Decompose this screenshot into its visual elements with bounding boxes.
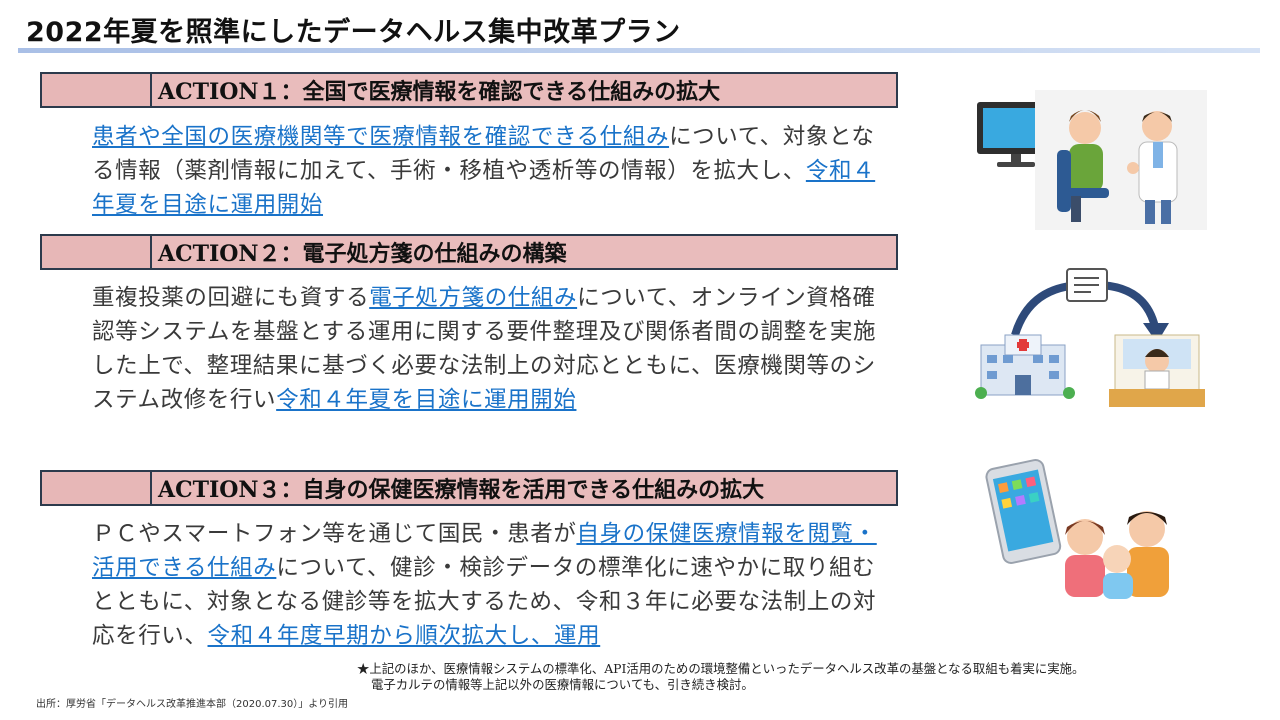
prescription-hospital-pharmacy-illustration: [975, 268, 1205, 407]
action-1-header: ACTION１：全国で医療情報を確認できる仕組みの拡大: [40, 72, 898, 108]
source-citation: 出所：厚労省「データヘルス改革推進本部（2020.07.30）」より引用: [36, 699, 349, 710]
family-icon: [1065, 511, 1169, 599]
pharmacy-icon: [1109, 334, 1205, 407]
doctor-figure: [1127, 111, 1178, 224]
action-2-label: ACTION２：電子処方箋の仕組みの構築: [152, 236, 896, 268]
action-1-swatch: [42, 74, 152, 106]
action-2-highlight-2: 令和４年夏を目途に運用開始: [276, 387, 577, 413]
action-1-highlight-2: 令和４年夏を目途に運用開始: [92, 158, 876, 218]
family-smartphone-illustration: [985, 459, 1169, 599]
action-3-label: ACTION３：自身の保健医療情報を活用できる仕組みの拡大: [152, 472, 896, 504]
page-title: 2022年夏を照準にしたデータヘルス集中改革プラン: [26, 17, 681, 48]
action-2-swatch: [42, 236, 152, 268]
action-3-highlight-1: 自身の保健医療情報を閲覧・活用できる仕組み: [92, 521, 877, 581]
footnote-line-2: 電子カルテの情報等上記以外の医療情報についても、引き続き検討。: [371, 677, 754, 692]
action-1-text: について、対象となる情報（薬剤情報に加えて、手術・移植や透析等の情報）を拡大し、: [92, 124, 875, 184]
action-3-description: ＰＣやスマートフォン等を通じて国民・患者が自身の保健医療情報を閲覧・活用できる仕…: [92, 517, 892, 653]
smartphone-icon: [985, 459, 1062, 564]
action-2-header: ACTION２：電子処方箋の仕組みの構築: [40, 234, 898, 270]
action-3-swatch: [42, 472, 152, 504]
action-2-description: 重複投薬の回避にも資する電子処方箋の仕組みについて、オンライン資格確認等システム…: [92, 281, 892, 417]
action-1-highlight-1: 患者や全国の医療機関等で医療情報を確認できる仕組み: [92, 124, 670, 150]
action-3-text: について、健診・検診データの標準化に速やかに取り組むとともに、対象となる健診等を…: [92, 555, 877, 649]
hospital-icon: [975, 334, 1075, 399]
action-2-text: について、オンライン資格確認等システムを基盤とする運用に関する要件整理及び関係者…: [92, 285, 877, 413]
doctor-consultation-illustration: [977, 90, 1207, 230]
prescription-icon: [1066, 268, 1108, 302]
title-divider: [18, 48, 1260, 53]
action-3-highlight-2: 令和４年度早期から順次拡大し、運用: [207, 623, 601, 649]
action-3-text-pre: ＰＣやスマートフォン等を通じて国民・患者が: [92, 521, 577, 547]
action-2-highlight-1: 電子処方箋の仕組み: [369, 285, 578, 311]
action-2-text-pre: 重複投薬の回避にも資する: [92, 285, 370, 311]
action-3-header: ACTION３：自身の保健医療情報を活用できる仕組みの拡大: [40, 470, 898, 506]
footnote: ★上記のほか、医療情報システムの標準化、API活用のための環境整備といったデータ…: [357, 661, 1084, 693]
action-1-description: 患者や全国の医療機関等で医療情報を確認できる仕組みについて、対象となる情報（薬剤…: [92, 120, 892, 222]
footnote-line-1: ★上記のほか、医療情報システムの標準化、API活用のための環境整備といったデータ…: [357, 661, 1085, 676]
action-1-label: ACTION１：全国で医療情報を確認できる仕組みの拡大: [152, 74, 896, 106]
patient-figure: [1057, 110, 1109, 222]
